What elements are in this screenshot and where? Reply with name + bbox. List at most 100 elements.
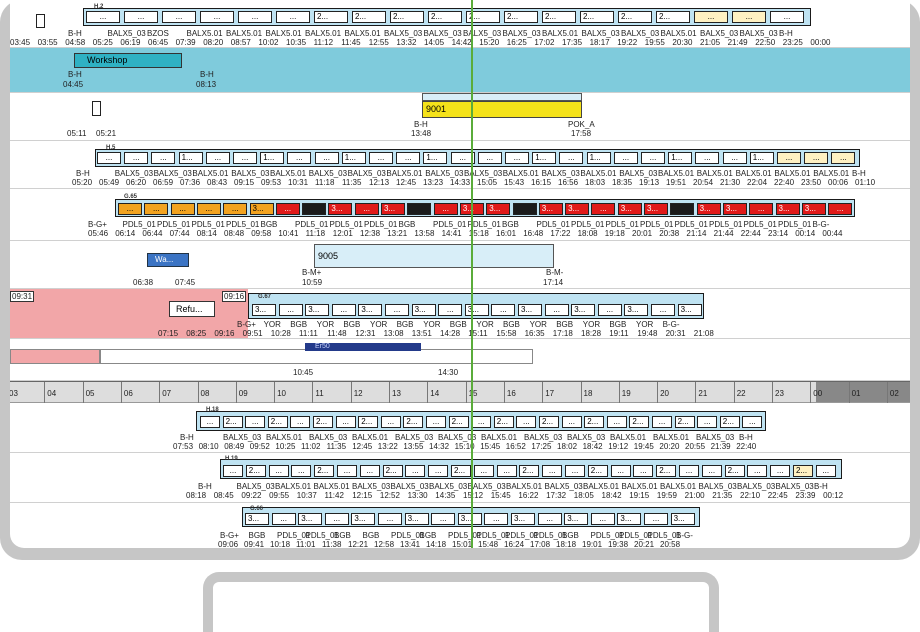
trip-cell[interactable]: ... bbox=[314, 152, 339, 164]
trip-cell[interactable]: ... bbox=[238, 11, 272, 23]
trip-cell[interactable]: ... bbox=[537, 513, 562, 525]
trip-cell[interactable]: ... bbox=[606, 416, 627, 428]
trip-cell[interactable]: 2... bbox=[466, 11, 500, 23]
trip-cell[interactable]: ... bbox=[477, 152, 502, 164]
trip-cell[interactable]: ... bbox=[86, 11, 120, 23]
trip-cell[interactable]: 3... bbox=[565, 203, 590, 215]
trip-cell[interactable]: ... bbox=[473, 465, 494, 477]
trip-cell[interactable]: 2... bbox=[267, 416, 288, 428]
trip-cell[interactable]: ... bbox=[396, 152, 421, 164]
trip-cell[interactable]: 2... bbox=[656, 11, 690, 23]
trip-cell[interactable]: ... bbox=[610, 465, 631, 477]
trip-cell[interactable]: 3... bbox=[617, 203, 642, 215]
trip-cell[interactable]: 3... bbox=[411, 304, 436, 316]
trip-cell[interactable]: 1... bbox=[532, 152, 557, 164]
trip-cell[interactable]: 3... bbox=[670, 513, 695, 525]
trip-cell[interactable]: ... bbox=[633, 465, 654, 477]
trip-cell[interactable]: ... bbox=[561, 416, 582, 428]
trip-cell[interactable]: ... bbox=[742, 416, 763, 428]
trip-cell[interactable]: ... bbox=[565, 465, 585, 477]
trip-cell[interactable]: 1... bbox=[260, 152, 285, 164]
trip-cell[interactable]: ... bbox=[124, 11, 158, 23]
trip-cell[interactable]: 2... bbox=[656, 465, 677, 477]
trip-cell[interactable]: ... bbox=[732, 11, 766, 23]
trip-cell[interactable]: 2... bbox=[519, 465, 540, 477]
trip-cell[interactable]: ... bbox=[291, 465, 312, 477]
trip-cell[interactable]: ... bbox=[331, 304, 356, 316]
trip-cell[interactable]: 3... bbox=[249, 203, 274, 215]
trip-cell[interactable]: ... bbox=[722, 152, 747, 164]
trip-cell[interactable]: ... bbox=[496, 465, 517, 477]
trip-cell[interactable]: ... bbox=[695, 152, 720, 164]
trip-cell[interactable]: 2... bbox=[539, 416, 559, 428]
trip-cell[interactable]: 2... bbox=[587, 465, 608, 477]
trip-cell[interactable]: ... bbox=[278, 304, 303, 316]
trip-cell[interactable]: ... bbox=[200, 416, 220, 428]
trip-cell[interactable]: ... bbox=[749, 203, 774, 215]
trip-cell[interactable]: 3... bbox=[677, 304, 702, 316]
trip-cell[interactable] bbox=[302, 203, 327, 215]
trip-cell[interactable]: 2... bbox=[222, 416, 243, 428]
trip-cell[interactable] bbox=[407, 203, 432, 215]
trip-cell[interactable]: 2... bbox=[493, 416, 514, 428]
trip-cell[interactable]: 2... bbox=[629, 416, 650, 428]
trip-cell[interactable]: ... bbox=[679, 465, 699, 477]
trip-cell[interactable]: ... bbox=[170, 203, 195, 215]
trip-cell[interactable]: 1... bbox=[178, 152, 203, 164]
trip-cell[interactable]: ... bbox=[433, 203, 458, 215]
trip-cell[interactable]: ... bbox=[97, 152, 121, 164]
trip-cell[interactable]: ... bbox=[378, 513, 402, 525]
trip-cell[interactable]: 3... bbox=[644, 203, 668, 215]
trip-cell[interactable]: ... bbox=[324, 513, 349, 525]
trip-cell[interactable]: ... bbox=[271, 513, 296, 525]
trip-cell[interactable]: 2... bbox=[584, 416, 605, 428]
trip-cell[interactable]: 3... bbox=[351, 513, 376, 525]
trip-cell[interactable]: 3... bbox=[617, 513, 642, 525]
trip-cell[interactable]: ... bbox=[162, 11, 196, 23]
trip-cell[interactable]: 1... bbox=[423, 152, 448, 164]
trip-cell[interactable]: ... bbox=[196, 203, 221, 215]
trip-cell[interactable]: 2... bbox=[390, 11, 424, 23]
trip-cell[interactable]: ... bbox=[268, 465, 289, 477]
trip-cell[interactable]: ... bbox=[428, 465, 449, 477]
trip-cell[interactable]: 3... bbox=[486, 203, 511, 215]
trip-cell[interactable]: 2... bbox=[618, 11, 652, 23]
trip-cell[interactable] bbox=[670, 203, 695, 215]
trip-cell[interactable]: ... bbox=[590, 513, 615, 525]
trip-cell[interactable]: ... bbox=[505, 152, 529, 164]
trip-cell[interactable]: 3... bbox=[305, 304, 330, 316]
vehicle-strip-g65[interactable] bbox=[115, 199, 855, 217]
trip-cell[interactable]: ... bbox=[290, 416, 311, 428]
trip-cell[interactable]: ... bbox=[223, 203, 248, 215]
trip-cell[interactable]: 3... bbox=[245, 513, 269, 525]
order-9005-block[interactable]: 9005 bbox=[314, 244, 554, 268]
trip-cell[interactable]: ... bbox=[335, 416, 356, 428]
trip-cell[interactable]: 3... bbox=[801, 203, 826, 215]
trip-cell[interactable]: ... bbox=[701, 465, 722, 477]
trip-cell[interactable]: 3... bbox=[518, 304, 542, 316]
trip-cell[interactable]: 2... bbox=[580, 11, 614, 23]
trip-cell[interactable]: 2... bbox=[352, 11, 386, 23]
trip-cell[interactable]: ... bbox=[651, 304, 675, 316]
trip-cell[interactable]: ... bbox=[770, 465, 791, 477]
trip-cell[interactable]: 2... bbox=[793, 465, 813, 477]
trip-cell[interactable]: 3... bbox=[404, 513, 429, 525]
trip-cell[interactable]: ... bbox=[245, 416, 266, 428]
trip-cell[interactable] bbox=[512, 203, 537, 215]
trip-cell[interactable]: 3... bbox=[328, 203, 353, 215]
trip-cell[interactable]: ... bbox=[200, 11, 234, 23]
trip-cell[interactable]: 3... bbox=[358, 304, 383, 316]
trip-cell[interactable]: ... bbox=[354, 203, 379, 215]
trip-cell[interactable]: 1... bbox=[586, 152, 611, 164]
trip-cell[interactable]: ... bbox=[405, 465, 426, 477]
trip-cell[interactable]: 1... bbox=[341, 152, 366, 164]
trip-cell[interactable]: 3... bbox=[722, 203, 747, 215]
trip-cell[interactable]: 2... bbox=[245, 465, 266, 477]
trip-cell[interactable]: ... bbox=[491, 304, 516, 316]
trip-cell[interactable]: ... bbox=[559, 152, 584, 164]
trip-cell[interactable]: ... bbox=[484, 513, 509, 525]
trip-cell[interactable]: ... bbox=[276, 11, 310, 23]
trip-cell[interactable]: ... bbox=[597, 304, 622, 316]
trip-cell[interactable]: ... bbox=[777, 152, 801, 164]
